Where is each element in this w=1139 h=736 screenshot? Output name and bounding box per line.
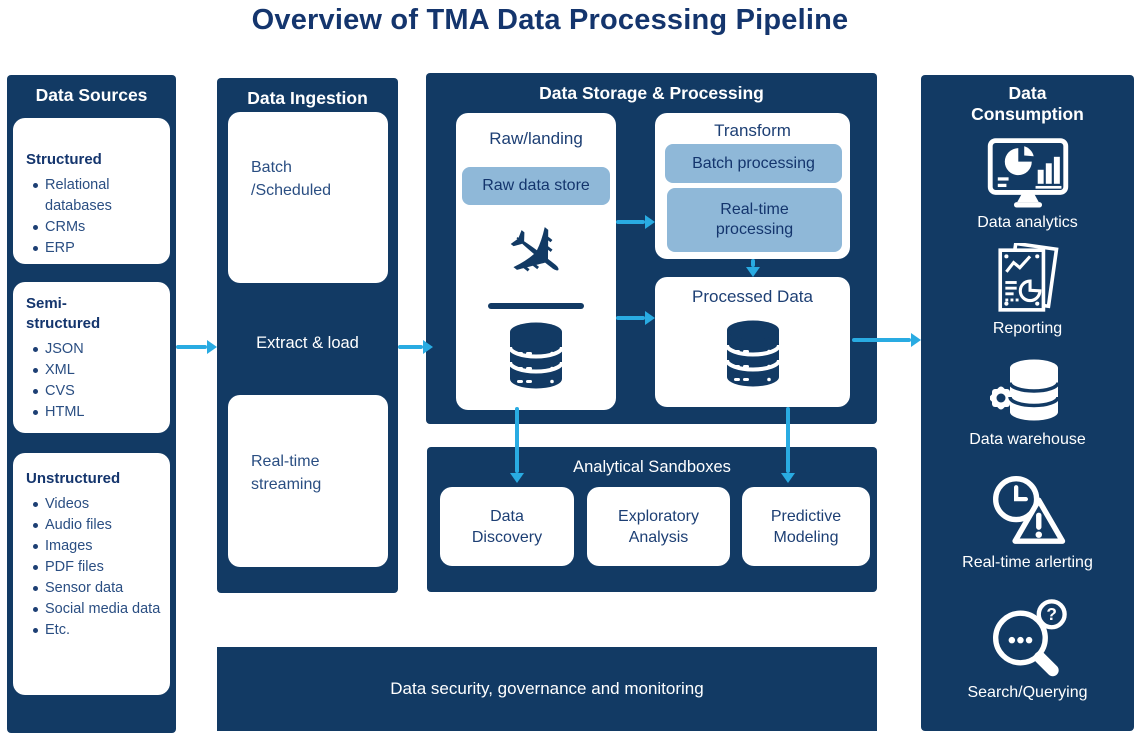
batch-processing-chip: Batch processing	[665, 144, 842, 183]
list-item: CRMs	[30, 217, 164, 238]
consumption-item-alerting: Real-time arlerting	[921, 467, 1134, 572]
processed-data-title: Processed Data	[692, 287, 813, 306]
arrow-processed-to-consumption	[852, 333, 921, 347]
sandboxes-header: Analytical Sandboxes	[573, 458, 731, 476]
list-item: Social media data	[30, 599, 166, 620]
transform-title: Transform	[714, 121, 791, 140]
list-item: Relational databases	[30, 175, 164, 217]
consumption-item-search: ? Search/Querying	[921, 593, 1134, 702]
predictive-modeling-box: Predictive Modeling	[742, 487, 870, 566]
realtime-processing-chip: Real-time processing	[667, 188, 842, 252]
transform-box: Transform Batch processing Real-time pro…	[655, 113, 850, 259]
arrow-transform-to-processed	[746, 259, 760, 277]
list-item: PDF files	[30, 557, 166, 578]
processed-database-icon	[655, 319, 850, 391]
realtime-processing-label: Real-time processing	[715, 201, 794, 238]
realtime-streaming-box: Real-time streaming	[228, 395, 388, 567]
arrow-raw-to-transform	[616, 215, 655, 229]
consumption-item-reporting: Reporting	[921, 241, 1134, 338]
consumption-item-warehouse: Data warehouse	[921, 356, 1134, 449]
arrow-sources-to-ingestion	[176, 340, 217, 354]
data-discovery-label: Data Discovery	[471, 507, 543, 546]
plane-landing-icon: ✈	[486, 202, 587, 307]
realtime-streaming-label: Real-time streaming	[251, 453, 322, 493]
list-item: ERP	[30, 238, 164, 259]
data-sources-column: Data Sources Structured Relational datab…	[7, 75, 176, 733]
data-consumption-header: Data Consumption	[971, 83, 1084, 124]
consumption-label: Data analytics	[977, 214, 1078, 231]
list-item: JSON	[30, 339, 164, 360]
arrow-processed-to-sandboxes	[781, 407, 795, 483]
group-label: Semi-structured	[26, 295, 101, 332]
extract-load-label: Extract & load	[256, 334, 359, 352]
storage-header: Data Storage & Processing	[539, 83, 764, 103]
search-querying-icon: ?	[921, 593, 1134, 679]
raw-data-store-label: Raw data store	[482, 177, 590, 194]
list-item: Sensor data	[30, 578, 166, 599]
batch-processing-label: Batch processing	[692, 154, 815, 172]
security-governance-bar: Data security, governance and monitoring	[217, 647, 877, 731]
exploratory-analysis-box: Exploratory Analysis	[587, 487, 730, 566]
processed-data-box: Processed Data	[655, 277, 850, 407]
raw-landing-box: Raw/landing Raw data store ✈	[456, 113, 616, 410]
batch-scheduled-label: Batch /Scheduled	[251, 159, 332, 199]
page-title: Overview of TMA Data Processing Pipeline	[251, 4, 849, 36]
list-item: Audio files	[30, 515, 166, 536]
storage-processing-column: Data Storage & Processing Raw/landing Ra…	[426, 73, 877, 424]
raw-data-store-chip: Raw data store	[462, 167, 610, 205]
predictive-modeling-label: Predictive Modeling	[770, 507, 842, 546]
consumption-label: Real-time arlerting	[962, 554, 1093, 571]
data-sources-header: Data Sources	[35, 85, 148, 105]
reporting-icon	[921, 241, 1134, 315]
data-consumption-column: Data Consumption	[921, 75, 1134, 731]
arrow-raw-to-sandboxes	[510, 407, 524, 483]
list-item: Images	[30, 536, 166, 557]
arrow-raw-to-processed	[616, 311, 655, 325]
raw-database-icon	[456, 321, 616, 393]
consumption-item-analytics: Data analytics	[921, 133, 1134, 232]
data-discovery-box: Data Discovery	[440, 487, 574, 566]
real-time-alerting-icon	[921, 467, 1134, 549]
runway-line	[488, 303, 584, 309]
consumption-label: Search/Querying	[967, 684, 1088, 701]
svg-text:?: ?	[1046, 604, 1057, 624]
list-item: CVS	[30, 381, 164, 402]
consumption-label: Data warehouse	[969, 431, 1086, 448]
exploratory-analysis-label: Exploratory Analysis	[618, 507, 699, 546]
security-governance-label: Data security, governance and monitoring	[390, 679, 704, 698]
arrow-ingestion-to-storage	[398, 340, 433, 354]
list-item: HTML	[30, 402, 164, 423]
data-analytics-icon	[921, 133, 1134, 209]
group-label: Structured	[26, 151, 102, 168]
list-item: XML	[30, 360, 164, 381]
batch-scheduled-box: Batch /Scheduled	[228, 112, 388, 283]
list-item: Videos	[30, 494, 166, 515]
data-ingestion-header: Data Ingestion	[247, 88, 368, 108]
data-warehouse-icon	[921, 356, 1134, 426]
analytical-sandboxes-box: Analytical Sandboxes Data Discovery Expl…	[427, 447, 877, 592]
group-label: Unstructured	[26, 470, 121, 487]
consumption-label: Reporting	[992, 320, 1063, 337]
list-item: Etc.	[30, 620, 166, 641]
data-ingestion-column: Data Ingestion Batch /Scheduled Extract …	[217, 78, 398, 593]
raw-landing-title: Raw/landing	[489, 129, 583, 148]
